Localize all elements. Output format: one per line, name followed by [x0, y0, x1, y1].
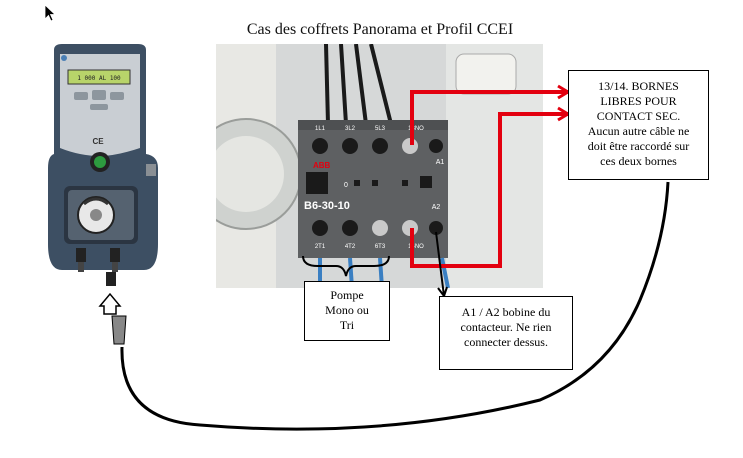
- power-button: [94, 156, 106, 168]
- ce-mark: CE: [92, 137, 104, 146]
- terminal-label-14no: 14NO: [408, 244, 424, 250]
- bornes-line-5: doit être raccordé sur: [587, 139, 690, 153]
- contactor-photo: 1L1 3L2 5L3 13NO A1 ABB 0 B6-30-10 A2 2T…: [216, 44, 543, 288]
- bornes-line-2: LIBRES POUR: [600, 94, 677, 108]
- bornes-line-6: ces deux bornes: [600, 154, 677, 168]
- bobine-line-3: connecter dessus.: [464, 335, 548, 349]
- bornes-line-1: 13/14. BORNES: [598, 79, 679, 93]
- pompe-line-3: Tri: [339, 318, 355, 332]
- lcd-screen: [67, 69, 131, 85]
- lcd-text: 1 000 AL 100: [77, 75, 121, 82]
- bornes-callout: 13/14. BORNES LIBRES POUR CONTACT SEC. A…: [568, 70, 709, 180]
- coil-a1-label: A1: [436, 159, 445, 166]
- terminal-label-2t1: 2T1: [315, 244, 326, 250]
- red-wire-13: [410, 90, 568, 145]
- power-cable: [120, 181, 670, 431]
- terminal-label-6t3: 6T3: [375, 244, 386, 250]
- contactor-model-label: B6-30-10: [304, 200, 350, 212]
- pompe-line-2: Mono ou: [325, 303, 369, 317]
- bornes-line-4: Aucun autre câble ne: [587, 124, 690, 138]
- pompe-line-1: Pompe: [330, 288, 364, 302]
- contactor-zero-label: 0: [344, 182, 348, 189]
- pompe-brace: [302, 255, 390, 277]
- mouse-cursor-icon: [44, 4, 57, 22]
- dosing-pump-device: 1 000 AL 100 CE: [48, 44, 158, 345]
- red-wire-14: [410, 112, 568, 268]
- terminal-label-3l2: 3L2: [345, 126, 356, 132]
- abb-logo: ABB: [313, 161, 331, 170]
- terminal-label-13no: 13NO: [408, 126, 424, 132]
- pompe-callout: Pompe Mono ou Tri: [304, 281, 390, 341]
- diagram-title: Cas des coffrets Panorama et Profil CCEI: [246, 21, 514, 38]
- bobine-line-1: A1 / A2 bobine du: [461, 305, 551, 319]
- terminal-label-4t2: 4T2: [345, 244, 356, 250]
- terminal-label-1l1: 1L1: [315, 126, 326, 132]
- a1a2-arrow: [435, 231, 445, 297]
- bobine-line-2: contacteur. Ne rien: [460, 320, 552, 334]
- bobine-callout: A1 / A2 bobine du contacteur. Ne rien co…: [439, 296, 573, 370]
- terminal-label-5l3: 5L3: [375, 126, 386, 132]
- coil-a2-label: A2: [432, 204, 441, 211]
- bornes-line-3: CONTACT SEC.: [596, 109, 681, 123]
